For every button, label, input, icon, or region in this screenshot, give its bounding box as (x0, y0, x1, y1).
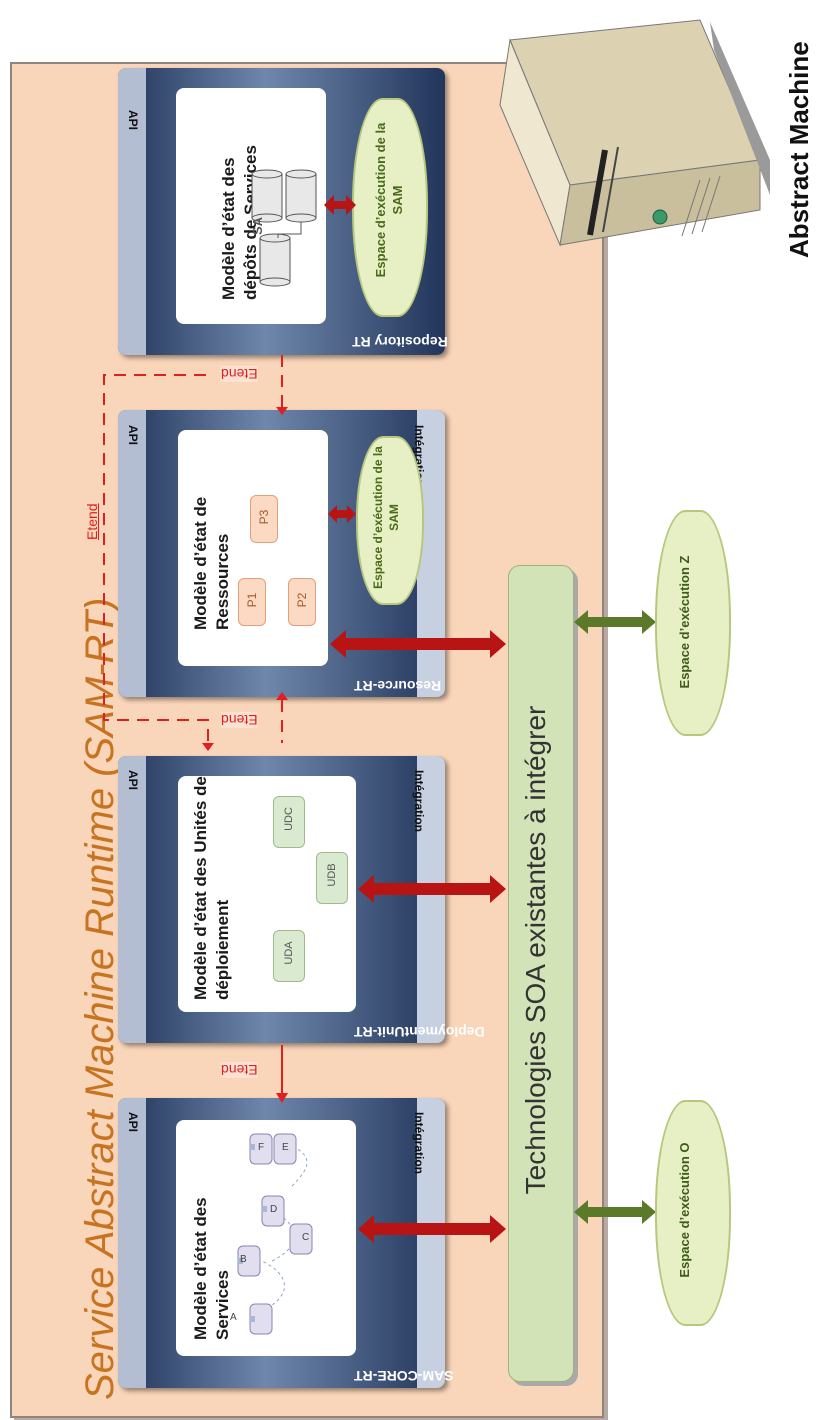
extend-arrow-core (276, 1045, 288, 1103)
execution-space-o-label: Espace d’exécution O (677, 1142, 692, 1278)
deployment-uda: UDA (273, 930, 305, 982)
extend-label-vertical: Etend (84, 503, 100, 540)
abstract-machine-label: Abstract Machine (784, 41, 814, 258)
deployment-inner-title: Modèle d’état des Unités de déploiement (191, 776, 232, 1000)
resource-red-arrow (328, 505, 356, 523)
soa-technologies-bar (508, 565, 574, 1382)
execution-space-z-cloud (655, 510, 731, 736)
core-comp-f: F (258, 1142, 265, 1153)
resource-p1: P1 (238, 578, 266, 626)
resource-p3: P3 (250, 495, 278, 543)
repository-block-name: Repository RT (352, 334, 448, 350)
repository-sa-label: SA (250, 216, 265, 235)
deployment-udc: UDC (273, 796, 305, 848)
deployment-udb: UDB (316, 852, 348, 904)
core-comp-b: B (240, 1254, 247, 1265)
extend-label-3: Etend (221, 1062, 258, 1078)
soa-technologies-label: Technologies SOA existantes à intégrer (520, 705, 551, 1195)
core-service-graph (237, 1133, 313, 1335)
integration-arrows (330, 630, 506, 1243)
core-comp-a: A (230, 1312, 237, 1323)
execution-space-arrows (574, 610, 656, 1224)
execution-space-z-label: Espace d’exécution Z (677, 555, 692, 689)
resource-cloud-label: Espace d’exécution de la SAM (371, 446, 401, 589)
core-comp-e: E (282, 1142, 289, 1153)
core-inner-title: Modèle d’état des Services (191, 1197, 232, 1340)
abstract-machine-server-icon (499, 19, 770, 247)
core-comp-d: D (270, 1204, 278, 1215)
repository-database-icons (251, 169, 317, 287)
resource-inner-box (178, 430, 328, 666)
core-block-name: SAM-CORE-RT (354, 1368, 454, 1384)
resource-p2: P2 (288, 578, 316, 626)
core-comp-c: C (302, 1232, 310, 1243)
resource-cloud (356, 436, 424, 605)
extend-dashed-lines (103, 355, 288, 751)
core-api-label: API (126, 1112, 140, 1133)
repository-cloud (352, 98, 428, 317)
execution-space-o-cloud (655, 1100, 731, 1326)
deployment-api-label: API (126, 770, 140, 791)
repository-red-arrow (324, 195, 356, 215)
repository-cloud-label: Espace d’exécution de la SAM (373, 122, 405, 278)
repository-api-label: API (126, 110, 140, 131)
